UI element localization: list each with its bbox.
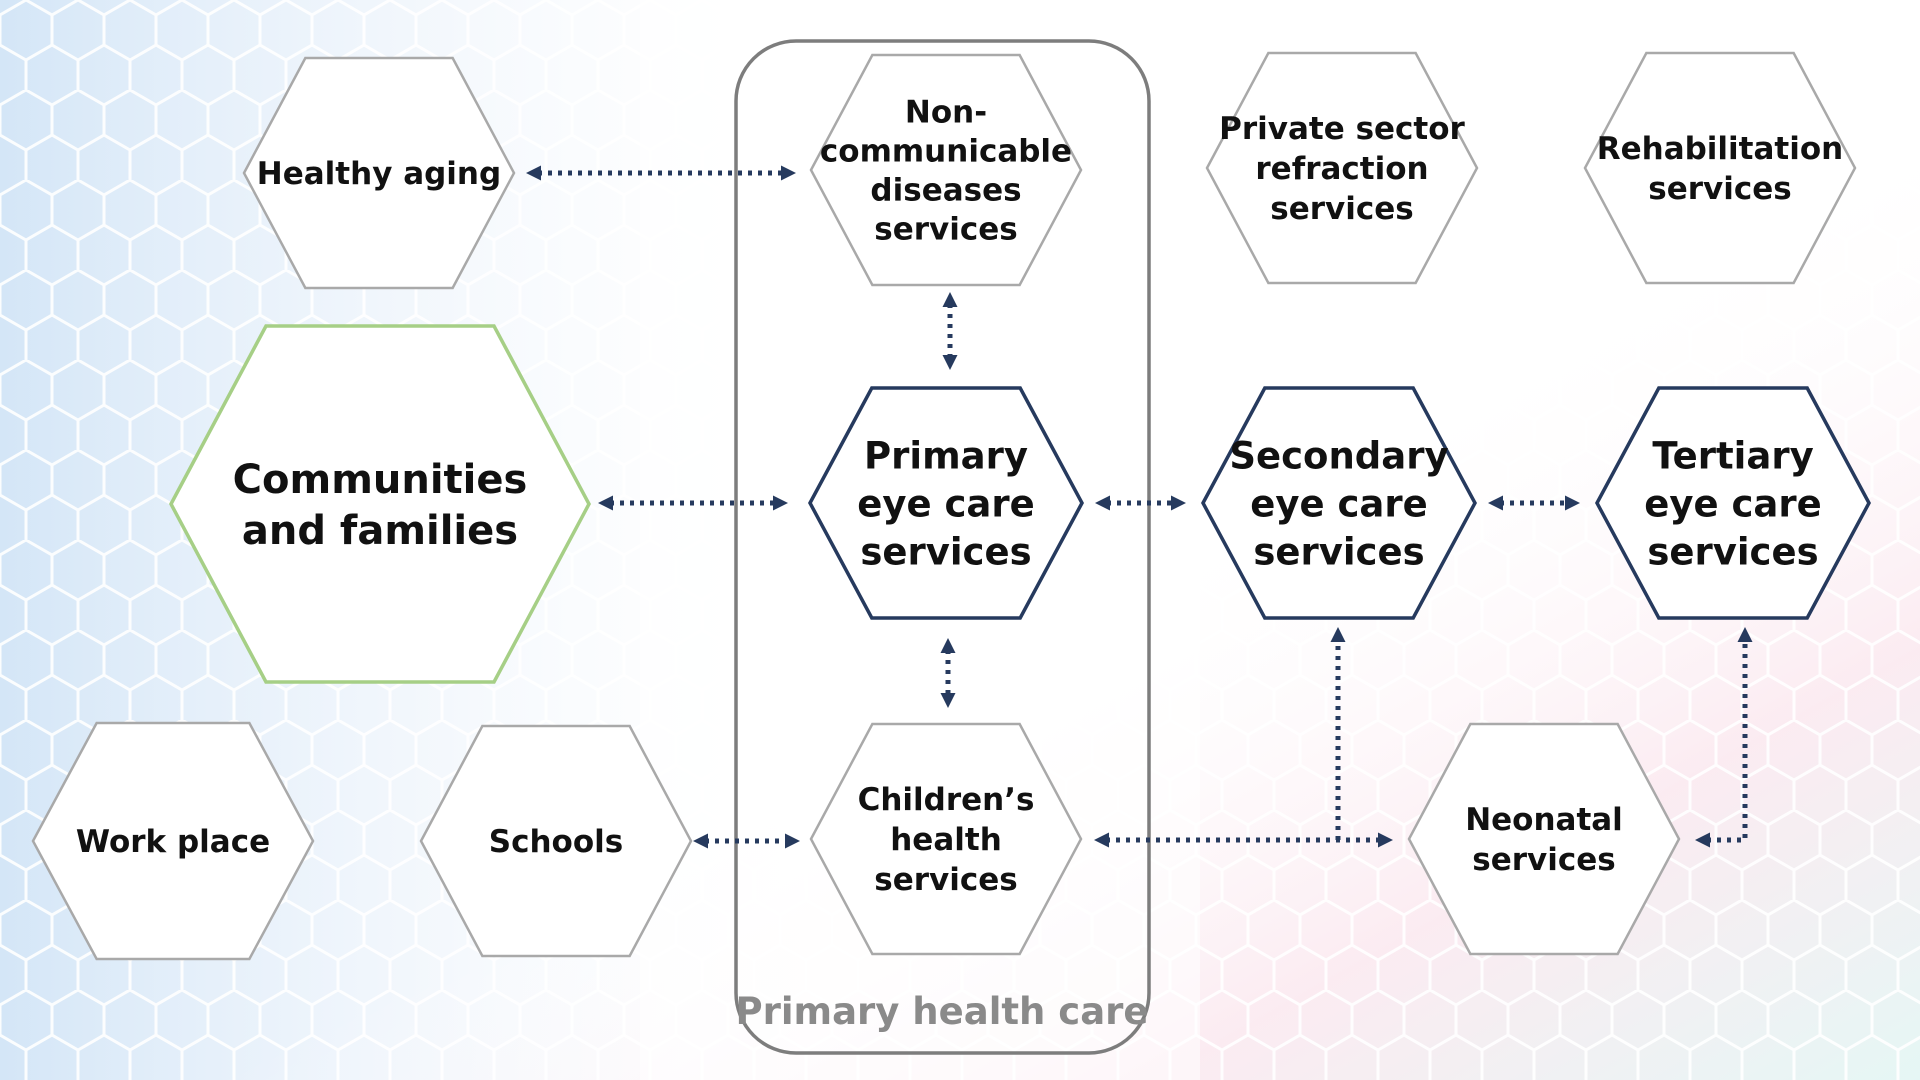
arrowhead-start	[940, 638, 956, 653]
arrowhead-start	[598, 495, 613, 511]
node-label-line: services	[874, 862, 1017, 898]
nodes: Healthy agingNon-communicablediseasesser…	[31, 51, 1871, 961]
hexagon-shape	[169, 324, 591, 684]
arrowhead-end	[1737, 627, 1753, 642]
node-label-line: refraction	[1255, 151, 1428, 187]
arrowhead-start	[693, 833, 708, 849]
arrowhead-start	[1095, 495, 1110, 511]
connector-primary-eye-care-to-childrens-health	[940, 638, 956, 708]
connector-secondary-eye-care-to-tertiary-eye-care	[1488, 495, 1580, 511]
arrowhead-start	[1695, 832, 1710, 848]
node-label-line: eye care	[1644, 482, 1821, 525]
node-childrens-health: Children’s health services	[809, 722, 1083, 956]
arrowhead-end	[1330, 627, 1346, 642]
node-label-line: Secondary	[1229, 434, 1448, 477]
hexagon-shape	[809, 53, 1083, 287]
node-label-line: services	[1270, 191, 1413, 227]
hexagon-shape	[1583, 51, 1857, 285]
node-healthy-aging: Healthy aging	[242, 56, 516, 290]
arrowhead-end	[942, 355, 958, 370]
arrowhead-end	[781, 165, 796, 181]
node-label-line: Tertiary	[1652, 434, 1813, 477]
node-rehabilitation: Rehabilitation services	[1583, 51, 1857, 285]
node-label-line: communicable	[820, 134, 1072, 170]
arrowhead-start	[526, 165, 541, 181]
arrowhead-start	[1488, 495, 1503, 511]
node-label-line: Rehabilitation	[1597, 131, 1844, 167]
node-label-line: diseases	[870, 173, 1021, 209]
arrowhead-start	[942, 292, 958, 307]
node-label-line: services	[1647, 530, 1818, 573]
node-label-line: Schools	[489, 824, 623, 860]
arrowhead-end	[773, 495, 788, 511]
node-label-line: Work place	[76, 824, 270, 860]
hexagon-shape	[1595, 386, 1871, 620]
connector-communities-families-to-primary-eye-care	[598, 495, 788, 511]
arrowhead-end	[785, 833, 800, 849]
connectors	[526, 165, 1753, 849]
node-label-line: Children’s	[858, 782, 1035, 818]
node-primary-eye-care: Primary eye care services	[808, 386, 1084, 620]
node-neonatal: Neonatal services	[1407, 722, 1681, 956]
arrowhead-end	[940, 693, 956, 708]
hexagon-shape	[31, 721, 315, 961]
hexagon-shape	[419, 724, 693, 958]
hexagon-shape	[1407, 722, 1681, 956]
node-tertiary-eye-care: Tertiary eye care services	[1595, 386, 1871, 620]
node-label-line: health	[890, 822, 1002, 858]
arrowhead-start	[1094, 832, 1109, 848]
hexagon-shape	[1201, 386, 1477, 620]
connector-healthy-aging-to-ncd-services	[526, 165, 796, 181]
connector-line	[1707, 639, 1748, 843]
node-secondary-eye-care: Secondary eye care services	[1201, 386, 1477, 620]
node-label-line: services	[1648, 171, 1791, 207]
connector-ncd-services-to-primary-eye-care	[942, 292, 958, 370]
node-label-line: services	[1472, 842, 1615, 878]
node-communities-families: Communities and families	[169, 324, 591, 684]
connector-neonatal-to-tertiary-eye-care	[1695, 627, 1753, 848]
node-label-line: services	[1253, 530, 1424, 573]
hexagon-shape	[1205, 51, 1479, 285]
hexagon-shape	[809, 722, 1083, 956]
node-label-line: eye care	[1250, 482, 1427, 525]
node-schools: Schools	[419, 724, 693, 958]
node-label-line: Primary	[864, 434, 1028, 477]
arrowhead-end	[1171, 495, 1186, 511]
node-label-line: services	[860, 530, 1031, 573]
node-label-line: Private sector	[1219, 111, 1465, 147]
node-label-line: Communities	[233, 457, 528, 503]
connector-primary-eye-care-to-secondary-eye-care	[1095, 495, 1186, 511]
hexagon-shape	[242, 56, 516, 290]
arrowhead-end	[1565, 495, 1580, 511]
connector-childrens-health-to-secondary-eye-care	[1330, 627, 1346, 840]
node-private-refraction: Private sector refraction services	[1205, 51, 1479, 285]
hexagon-shape	[808, 386, 1084, 620]
node-label-line: Neonatal	[1465, 802, 1623, 838]
group-label: Primary health care	[735, 990, 1148, 1033]
node-label-line: Healthy aging	[257, 156, 501, 192]
node-label-line: and families	[242, 508, 518, 554]
connector-schools-to-childrens-health	[693, 833, 800, 849]
arrowhead-end	[1378, 832, 1393, 848]
connector-childrens-health-to-neonatal	[1094, 832, 1393, 848]
node-label-line: eye care	[857, 482, 1034, 525]
node-label-line: services	[874, 212, 1017, 248]
node-work-place: Work place	[31, 721, 315, 961]
node-label-line: Non-	[905, 95, 987, 131]
